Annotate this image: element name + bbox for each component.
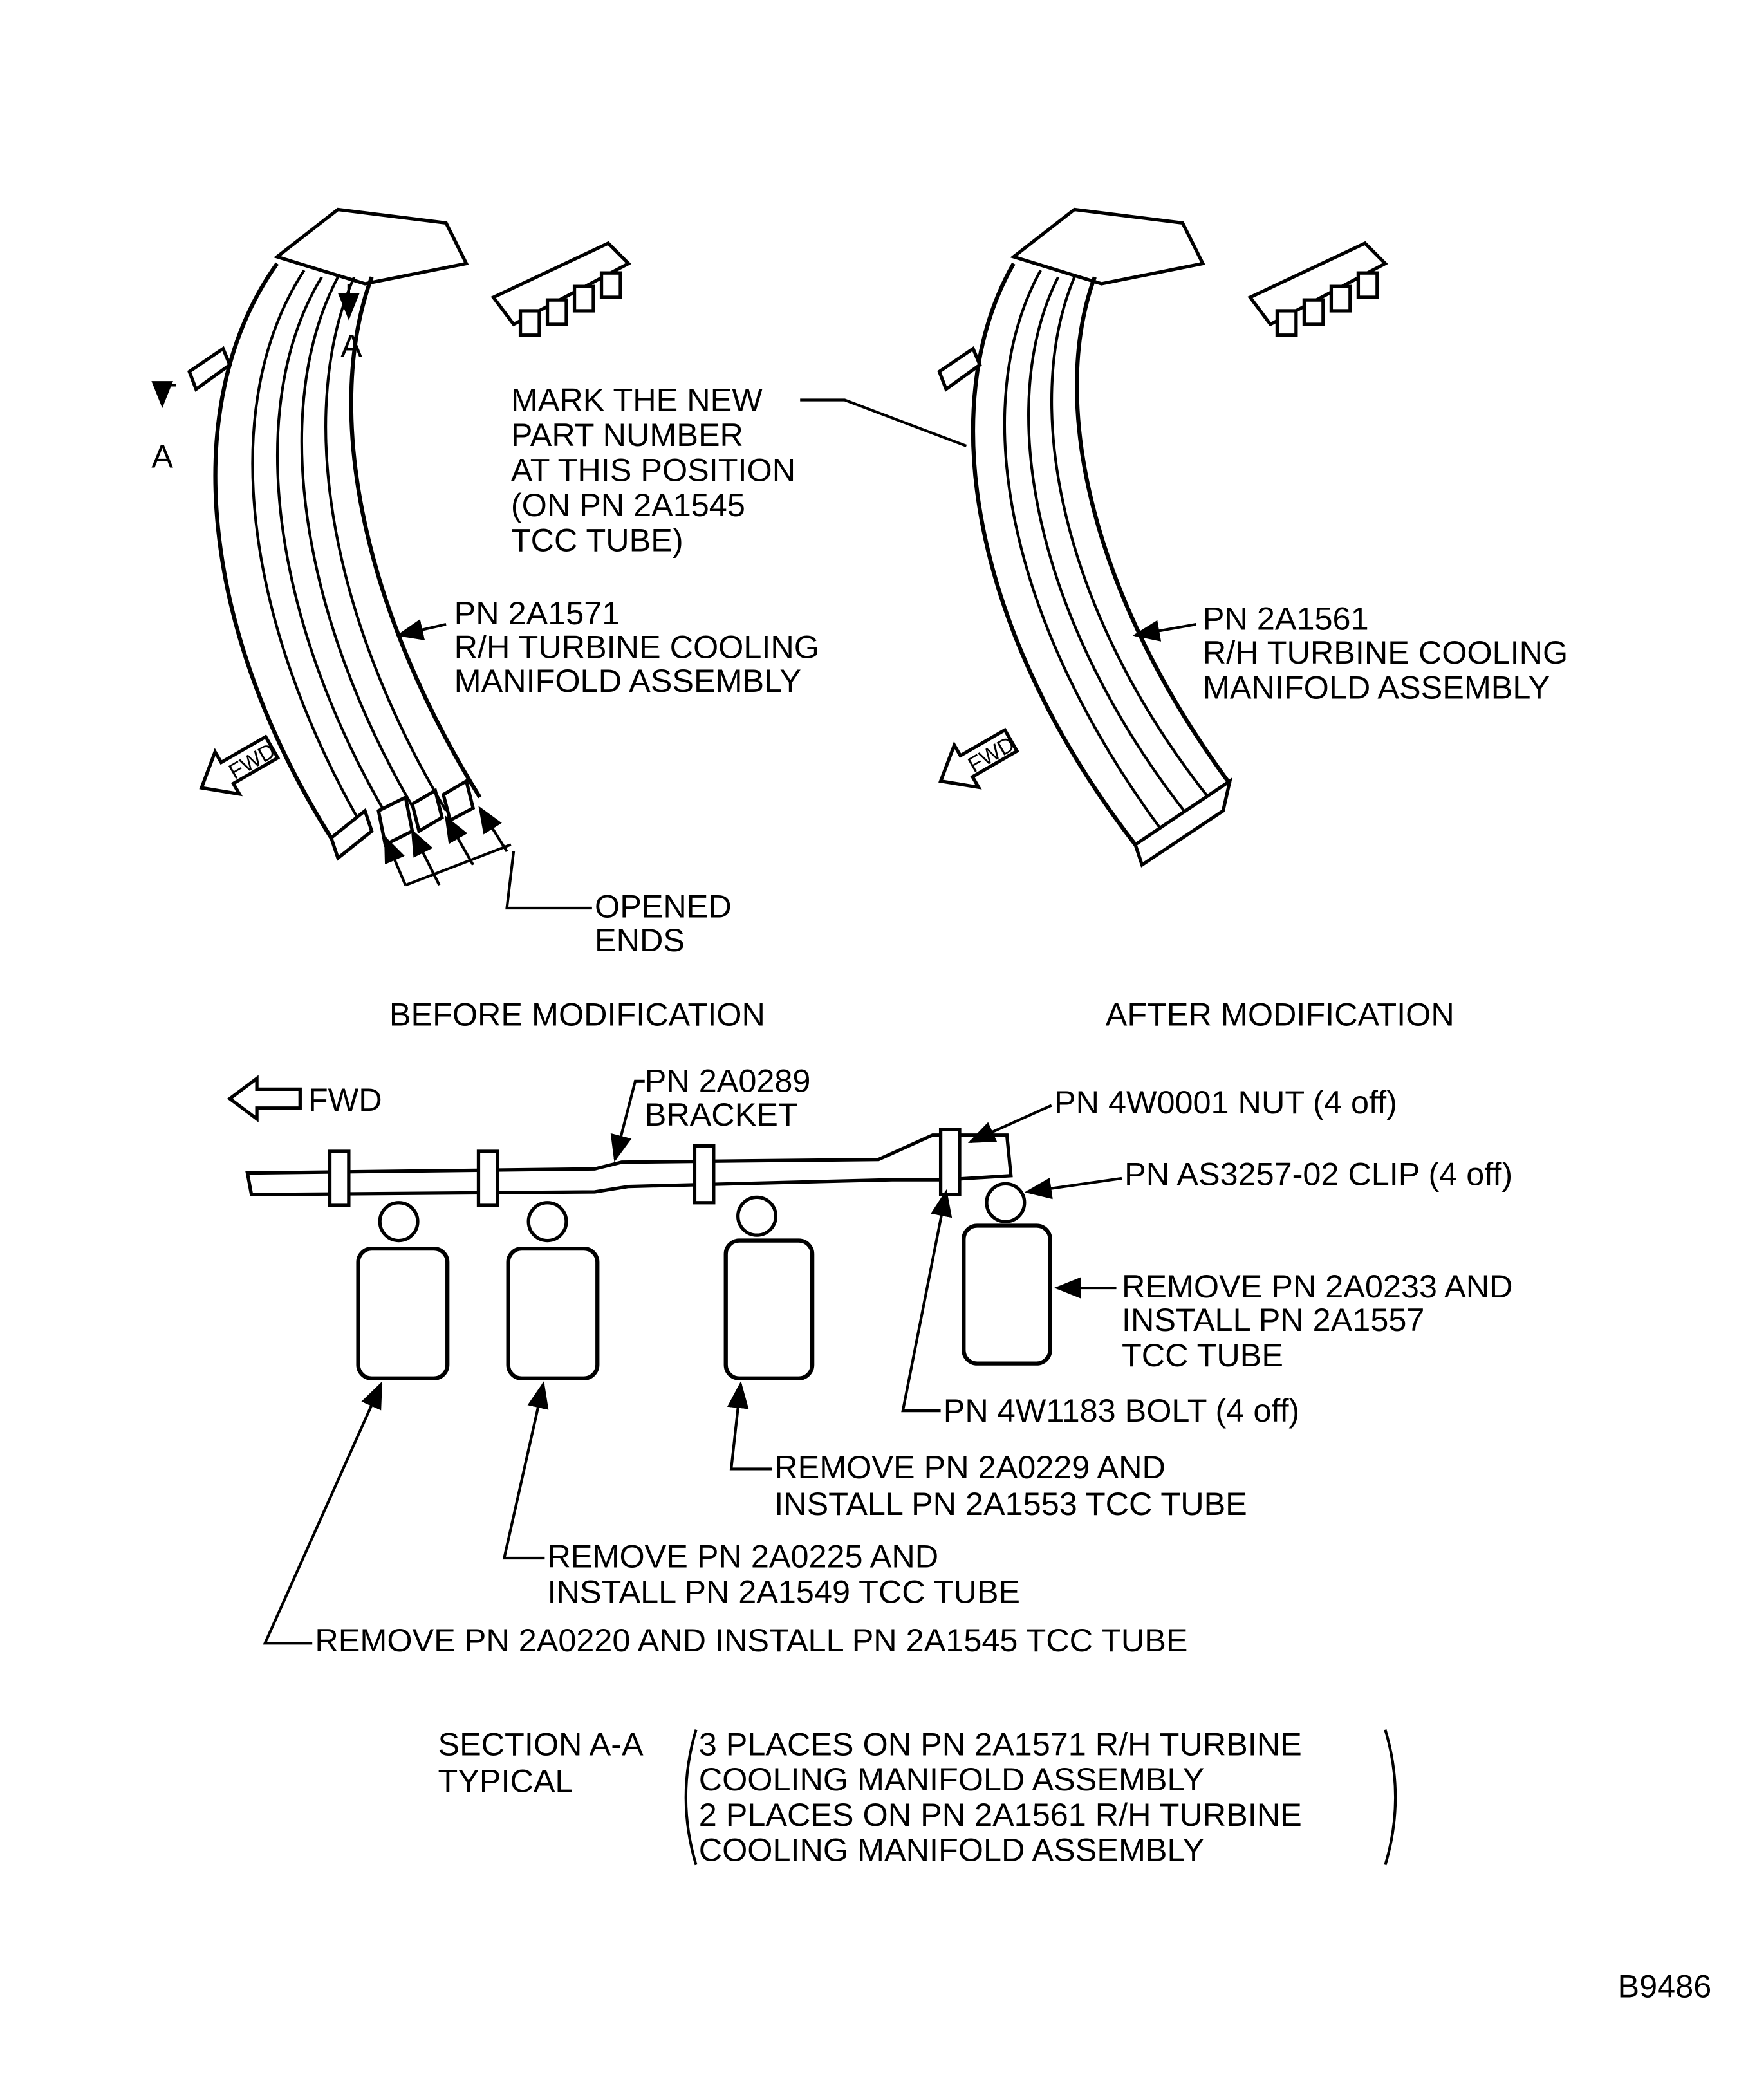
svg-text:2 PLACES ON PN 2A1561 R/H TURB: 2 PLACES ON PN 2A1561 R/H TURBINE [699, 1796, 1302, 1833]
manifold-before: A A FWD [151, 207, 631, 910]
svg-text:R/H TURBINE COOLING: R/H TURBINE COOLING [1203, 634, 1568, 671]
svg-text:REMOVE PN 2A0233 AND: REMOVE PN 2A0233 AND [1122, 1268, 1513, 1305]
svg-text:TYPICAL: TYPICAL [438, 1762, 573, 1799]
tcc-tubes [356, 1223, 1052, 1380]
clip-label: PN AS3257-02 CLIP (4 off) [1124, 1155, 1512, 1192]
svg-text:MANIFOLD ASSEMBLY: MANIFOLD ASSEMBLY [454, 662, 801, 699]
figure-id: B9486 [1618, 1967, 1712, 2004]
section-marker-top: A [340, 327, 362, 364]
svg-text:PN 2A1561: PN 2A1561 [1203, 600, 1369, 637]
fwd-arrow-after: FWD [938, 727, 1019, 790]
section-view: FWD [227, 1075, 1122, 1645]
svg-text:TCC TUBE: TCC TUBE [1122, 1337, 1283, 1373]
svg-text:SECTION A-A: SECTION A-A [438, 1726, 643, 1763]
svg-text:ENDS: ENDS [595, 922, 685, 958]
svg-text:COOLING MANIFOLD ASSEMBLY: COOLING MANIFOLD ASSEMBLY [699, 1761, 1205, 1798]
end-fitting-top-after [1247, 241, 1388, 337]
nut-label: PN 4W0001 NUT (4 off) [1054, 1084, 1397, 1120]
svg-text:MARK THE NEW: MARK THE NEW [511, 381, 763, 418]
tube1-label: REMOVE PN 2A0220 AND INSTALL PN 2A1545 T… [315, 1622, 1187, 1659]
fwd-label-section: FWD [308, 1081, 382, 1118]
tube4-label: REMOVE PN 2A0233 AND INSTALL PN 2A1557 T… [1122, 1268, 1513, 1373]
left-paren [684, 1729, 698, 1866]
after-assembly-label: PN 2A1561 R/H TURBINE COOLING MANIFOLD A… [1203, 600, 1568, 705]
svg-text:COOLING MANIFOLD ASSEMBLY: COOLING MANIFOLD ASSEMBLY [699, 1831, 1205, 1868]
svg-text:PN 2A0289: PN 2A0289 [645, 1063, 811, 1099]
svg-text:INSTALL PN 2A1557: INSTALL PN 2A1557 [1122, 1301, 1424, 1338]
bracket-label: PN 2A0289 BRACKET [645, 1063, 811, 1133]
bolt-label: PN 4W1183 BOLT (4 off) [944, 1392, 1299, 1429]
svg-text:REMOVE PN 2A0229 AND: REMOVE PN 2A0229 AND [774, 1449, 1166, 1485]
section-marker-left: A [151, 438, 173, 475]
section-title: SECTION A-A TYPICAL [438, 1726, 643, 1799]
manifold-after: FWD [800, 207, 1388, 868]
svg-text:MANIFOLD ASSEMBLY: MANIFOLD ASSEMBLY [1203, 669, 1550, 706]
section-note: 3 PLACES ON PN 2A1571 R/H TURBINE COOLIN… [699, 1726, 1302, 1868]
after-caption: AFTER MODIFICATION [1106, 996, 1455, 1033]
svg-text:OPENED: OPENED [595, 888, 732, 925]
tube2-label: REMOVE PN 2A0225 AND INSTALL PN 2A1549 T… [548, 1538, 1020, 1610]
svg-text:(ON PN 2A1545: (ON PN 2A1545 [511, 487, 745, 523]
svg-text:BRACKET: BRACKET [645, 1096, 798, 1133]
svg-text:3 PLACES ON PN 2A1571 R/H TURB: 3 PLACES ON PN 2A1571 R/H TURBINE [699, 1726, 1302, 1763]
svg-text:INSTALL PN 2A1549 TCC TUBE: INSTALL PN 2A1549 TCC TUBE [548, 1573, 1020, 1610]
end-fitting-top [490, 241, 631, 337]
svg-text:INSTALL PN 2A1553 TCC TUBE: INSTALL PN 2A1553 TCC TUBE [774, 1485, 1247, 1522]
before-assembly-label: PN 2A1571 R/H TURBINE COOLING MANIFOLD A… [454, 595, 819, 699]
before-caption: BEFORE MODIFICATION [389, 996, 765, 1033]
bracket [245, 1133, 1013, 1196]
mark-note: MARK THE NEW PART NUMBER AT THIS POSITIO… [511, 381, 795, 558]
right-paren [1384, 1729, 1397, 1866]
opened-ends-label: OPENED ENDS [595, 888, 732, 958]
opened-ends [329, 778, 476, 861]
svg-text:TCC TUBE): TCC TUBE) [511, 522, 683, 559]
svg-text:PN 2A1571: PN 2A1571 [454, 595, 620, 631]
svg-text:R/H TURBINE COOLING: R/H TURBINE COOLING [454, 629, 819, 665]
svg-text:PART NUMBER: PART NUMBER [511, 416, 743, 453]
fwd-arrow-before: FWD [199, 734, 281, 797]
tube3-label: REMOVE PN 2A0229 AND INSTALL PN 2A1553 T… [774, 1449, 1247, 1522]
svg-text:REMOVE PN 2A0225 AND: REMOVE PN 2A0225 AND [548, 1538, 939, 1575]
svg-text:AT THIS POSITION: AT THIS POSITION [511, 452, 795, 488]
clips [378, 1182, 1027, 1243]
